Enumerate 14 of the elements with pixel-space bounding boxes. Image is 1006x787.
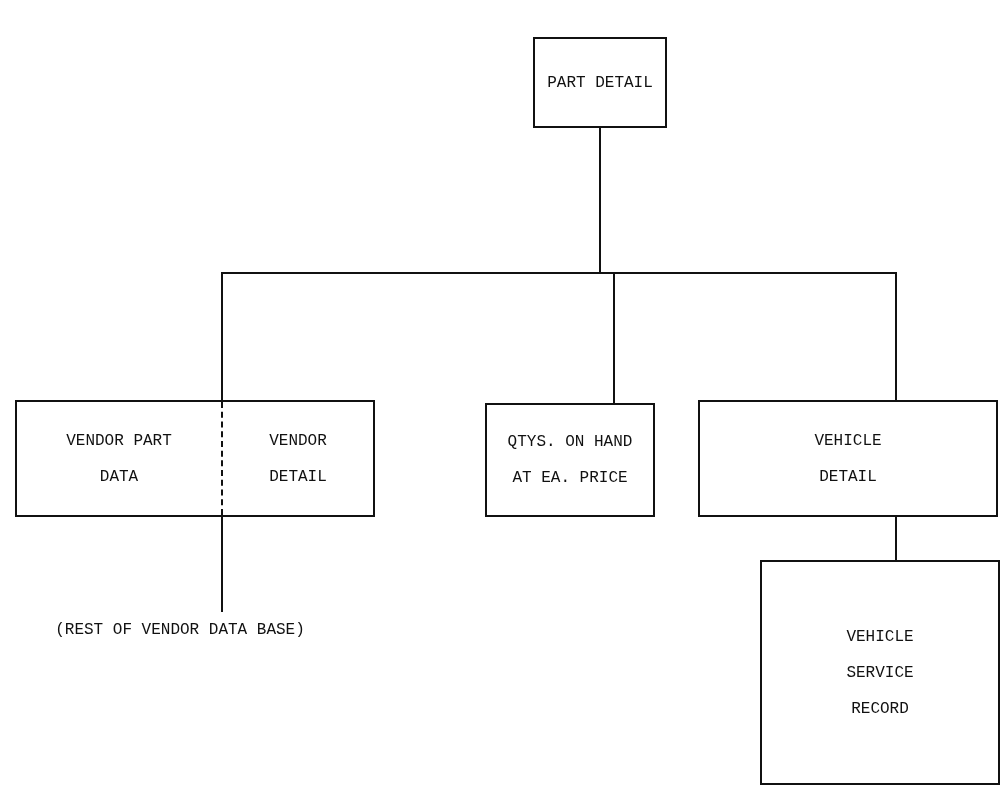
connector-line	[221, 516, 223, 613]
entity-label: VEHICLE SERVICE RECORD	[846, 626, 914, 720]
entity-label: VENDOR PART DATA	[65, 430, 173, 488]
entity-label: PART DETAIL	[547, 72, 653, 94]
entity-box	[760, 560, 1000, 785]
connector-line	[895, 516, 897, 561]
entity-box	[485, 403, 655, 517]
entity-label: VENDOR DETAIL	[268, 430, 328, 488]
entity-label: (REST OF VENDOR DATA BASE)	[55, 620, 305, 641]
entity-label: VEHICLE DETAIL	[814, 430, 882, 488]
entity-box	[533, 37, 667, 128]
split-entity-box	[15, 400, 375, 517]
entity-label: QTYS. ON HAND AT EA. PRICE	[507, 432, 633, 489]
entity-box	[698, 400, 998, 517]
